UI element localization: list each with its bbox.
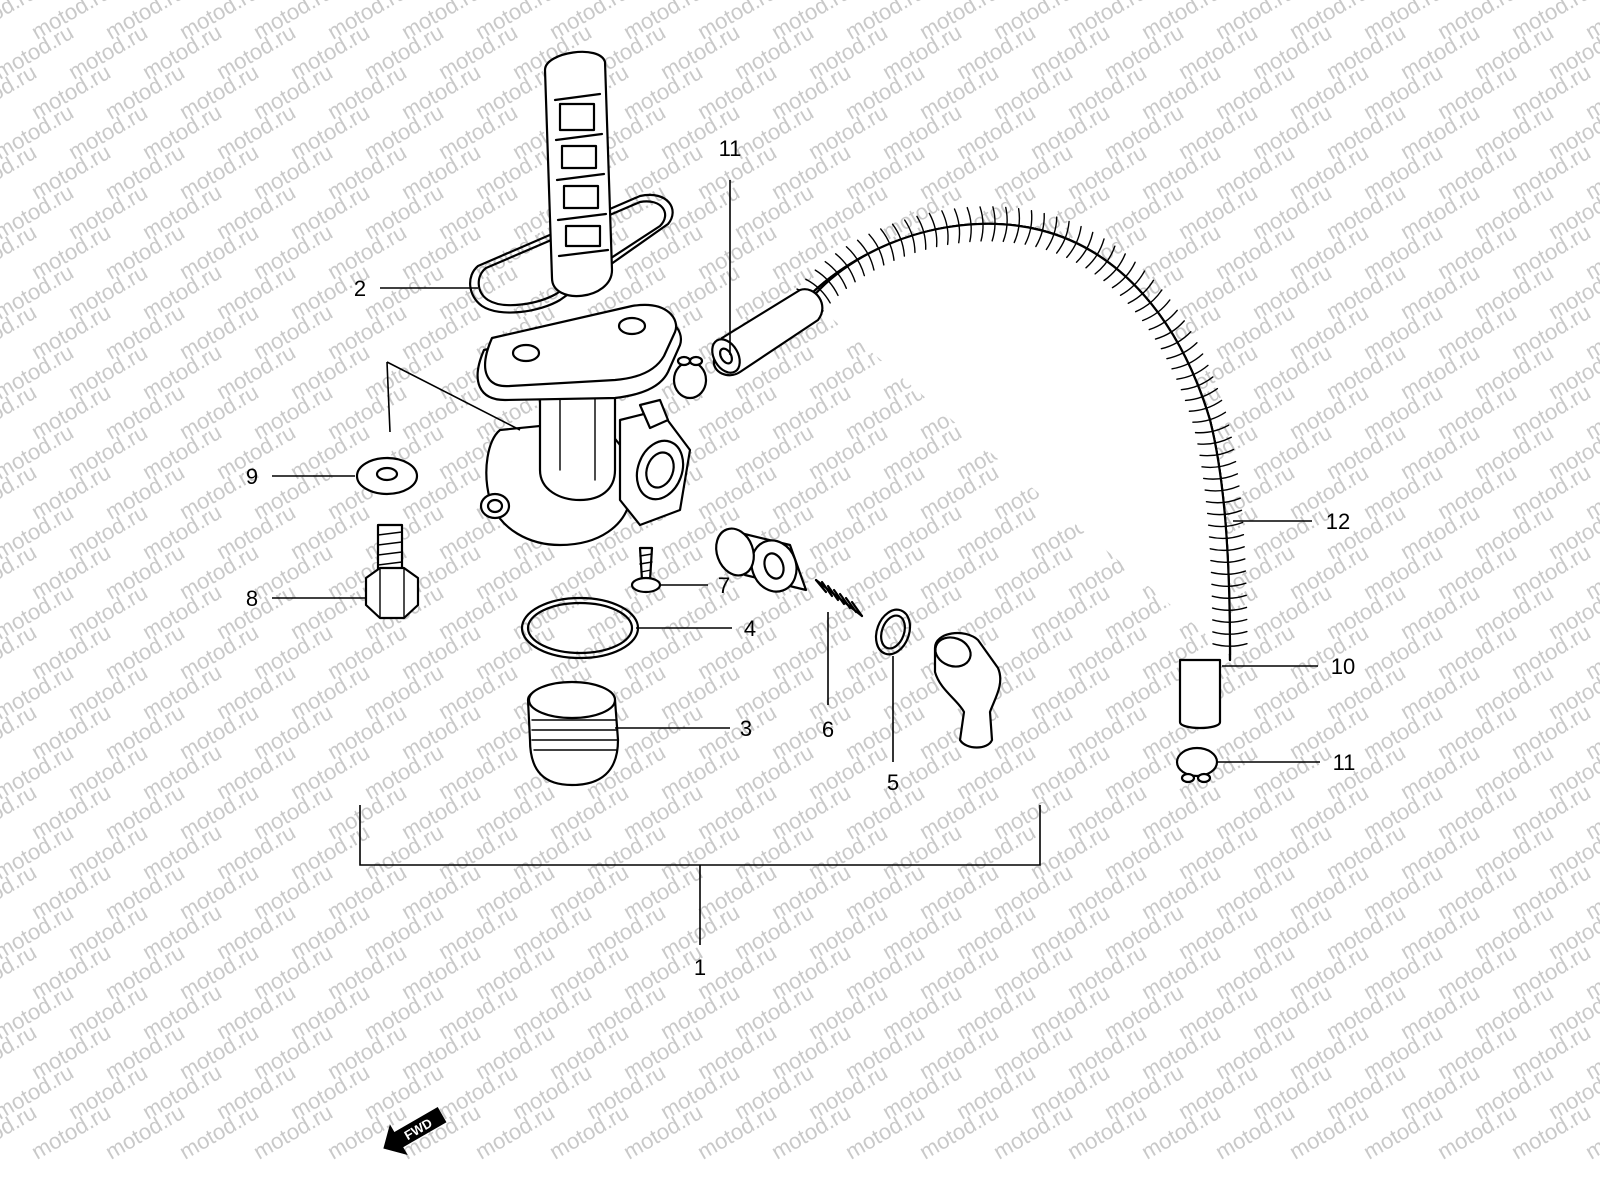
callout-11-top: 11 — [719, 136, 742, 161]
callout-7: 7 — [718, 573, 730, 598]
callout-1: 1 — [694, 955, 706, 980]
hose-clip-11-top — [672, 355, 708, 400]
callout-3: 3 — [740, 716, 752, 741]
sediment-cup-3 — [526, 680, 620, 787]
callout-9: 9 — [246, 464, 258, 489]
callout-11-bottom: 11 — [1333, 750, 1356, 775]
callout-8: 8 — [246, 586, 258, 611]
callout-5: 5 — [887, 770, 899, 795]
callout-4: 4 — [744, 616, 756, 641]
callout-6: 6 — [822, 717, 834, 742]
callout-12: 12 — [1326, 509, 1350, 534]
callout-2: 2 — [354, 276, 366, 301]
washer-9 — [355, 456, 419, 496]
callout-10: 10 — [1331, 654, 1355, 679]
